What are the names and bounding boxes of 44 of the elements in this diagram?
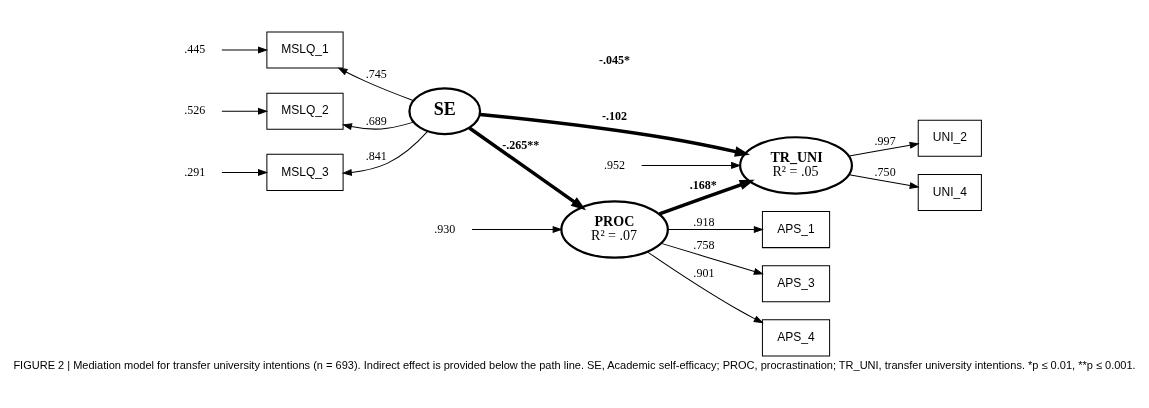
node-ellipse: SE <box>408 87 482 136</box>
arrow <box>641 162 741 169</box>
node-box: APS_4 <box>761 319 831 357</box>
node-text: .930 <box>434 221 456 236</box>
edge-label: .168* <box>689 178 717 193</box>
arrow <box>848 141 919 157</box>
node-text: .445 <box>184 42 206 57</box>
arrow <box>221 46 268 54</box>
node-box: UNI_2 <box>917 119 982 157</box>
arrow <box>221 169 268 176</box>
arrow <box>660 242 763 275</box>
node-text: .526 <box>184 103 206 118</box>
arrow <box>647 251 763 324</box>
node-box: APS_3 <box>761 265 831 303</box>
edge-label: -.265** <box>502 137 540 152</box>
node-box: MSLQ_3 <box>266 153 344 191</box>
arrow <box>468 126 587 211</box>
arrow <box>338 67 414 101</box>
caption: FIGURE 2 | Mediation model for transfer university intentions (n = 693). Indirect effect is provided below the path line. SE, Academic self-efficacy; PROC, procrastination; TR_UNI, transfer university intentions. *p ≤ 0.01, **p ≤ 0.001. <box>13 358 1136 371</box>
edge-label: -.102 <box>602 108 628 123</box>
node-text: .291 <box>184 164 206 179</box>
edge-label: .901 <box>693 266 715 281</box>
arrow <box>658 179 755 216</box>
edge-label: .750 <box>874 165 896 180</box>
edge-label: .918 <box>693 215 715 230</box>
node-box: APS_1 <box>761 211 831 249</box>
node-box: MSLQ_1 <box>266 31 344 69</box>
node-ellipse: PROC R² = .07 <box>560 200 669 259</box>
arrow <box>667 226 763 233</box>
node-text: .952 <box>604 157 626 172</box>
edge-label: .758 <box>693 238 715 253</box>
edge-label: .745 <box>365 66 387 81</box>
edge-label: .997 <box>874 133 896 148</box>
arrow <box>342 130 429 176</box>
arrow <box>221 107 268 115</box>
node-box: MSLQ_2 <box>266 92 344 130</box>
label: -.045* <box>599 53 631 68</box>
arrow <box>471 226 562 233</box>
node-box: UNI_4 <box>917 173 982 211</box>
arrow <box>342 121 415 130</box>
arrow <box>848 174 919 189</box>
edge-label: .841 <box>365 148 387 163</box>
edge-label: .689 <box>365 113 387 128</box>
arrow <box>479 112 750 157</box>
